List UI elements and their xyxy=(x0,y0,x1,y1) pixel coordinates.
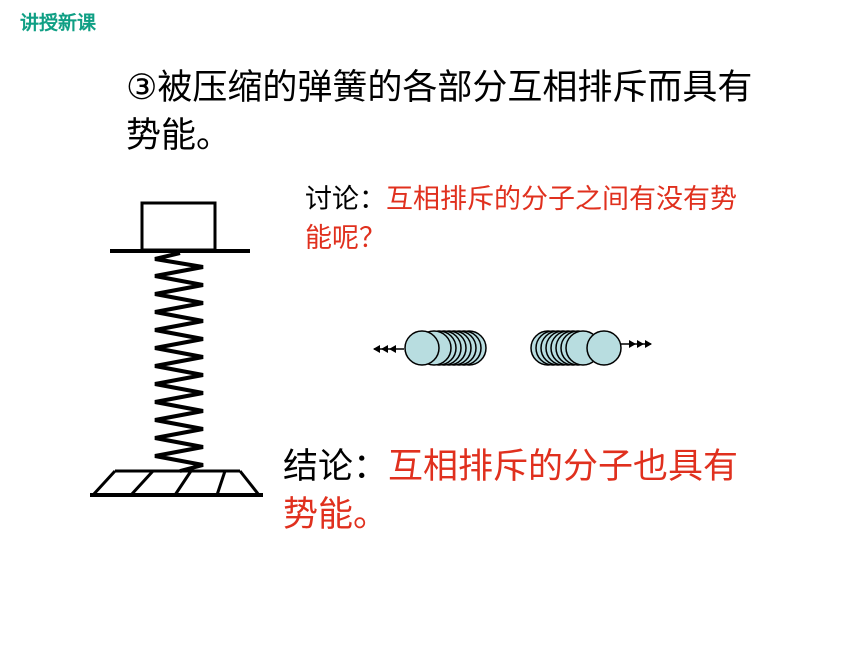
conclusion-prefix: 结论： xyxy=(283,447,389,487)
right-arrow-icon xyxy=(621,340,652,348)
section-label: 讲授新课 xyxy=(20,12,97,34)
left-molecule-group xyxy=(404,330,487,366)
spring-base-hatch xyxy=(91,469,261,497)
spring-weight-block xyxy=(140,201,217,252)
left-arrow-icon xyxy=(373,345,404,353)
slide-heading: ③被压缩的弹簧的各部分互相排斥而具有势能。 xyxy=(126,68,753,156)
discussion-block: 讨论：互相排斥的分子之间有没有势能呢？ xyxy=(305,180,755,258)
repelling-molecules-icon xyxy=(373,330,652,366)
conclusion-end: 势能。 xyxy=(283,495,389,535)
conclusion-block: 结论：互相排斥的分子也具有势能。 xyxy=(283,443,803,539)
spring-coil xyxy=(154,251,204,473)
compressed-spring-icon xyxy=(90,201,263,497)
right-molecule-group xyxy=(530,330,622,366)
discussion-question: 互相排斥的分子之间有没有势能呢？ xyxy=(305,184,737,254)
discussion-prefix: 讨论： xyxy=(305,184,386,215)
conclusion-text: 互相排斥的分子也具有 xyxy=(388,447,739,487)
